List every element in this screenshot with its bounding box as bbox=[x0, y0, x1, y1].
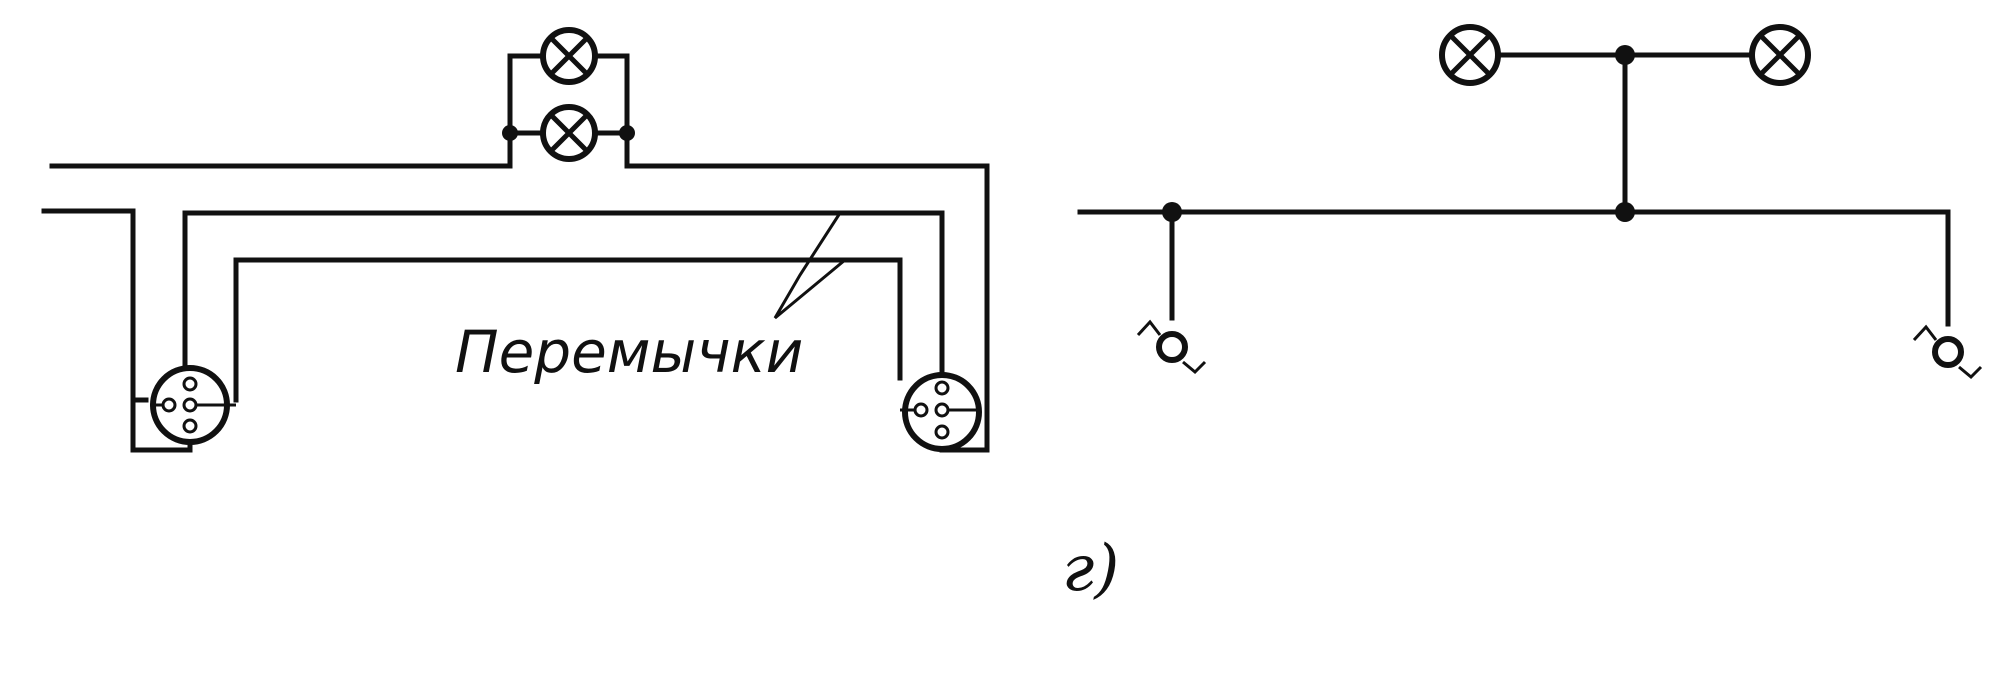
right-switch bbox=[900, 372, 982, 452]
lamp-icon bbox=[1749, 24, 1811, 86]
junction-dot bbox=[502, 125, 518, 141]
lamp-icon bbox=[540, 104, 598, 162]
junction-dot bbox=[1162, 202, 1182, 222]
lamp-branch-right bbox=[595, 53, 630, 169]
right-scheme bbox=[1077, 24, 1983, 380]
lamp-icon bbox=[1439, 24, 1501, 86]
switch-icon bbox=[1912, 324, 1983, 380]
jumper-pointer bbox=[773, 212, 846, 320]
junction-dot bbox=[619, 125, 635, 141]
switch-icon bbox=[1136, 319, 1207, 375]
jumper-wire-2 bbox=[233, 257, 903, 403]
jumper-wire-1 bbox=[182, 210, 945, 378]
jumpers-label: Перемычки bbox=[455, 318, 803, 386]
main-line bbox=[1077, 209, 1951, 327]
junction-dot bbox=[1615, 202, 1635, 222]
left-switch bbox=[130, 365, 236, 445]
lamp-branch-left bbox=[507, 53, 543, 169]
junction-dot bbox=[1615, 45, 1635, 65]
right-switch-housing bbox=[902, 372, 982, 452]
subfigure-label: г) bbox=[1062, 532, 1119, 606]
lamp-icon bbox=[540, 27, 598, 85]
left-scheme: Перемычки bbox=[41, 27, 990, 453]
